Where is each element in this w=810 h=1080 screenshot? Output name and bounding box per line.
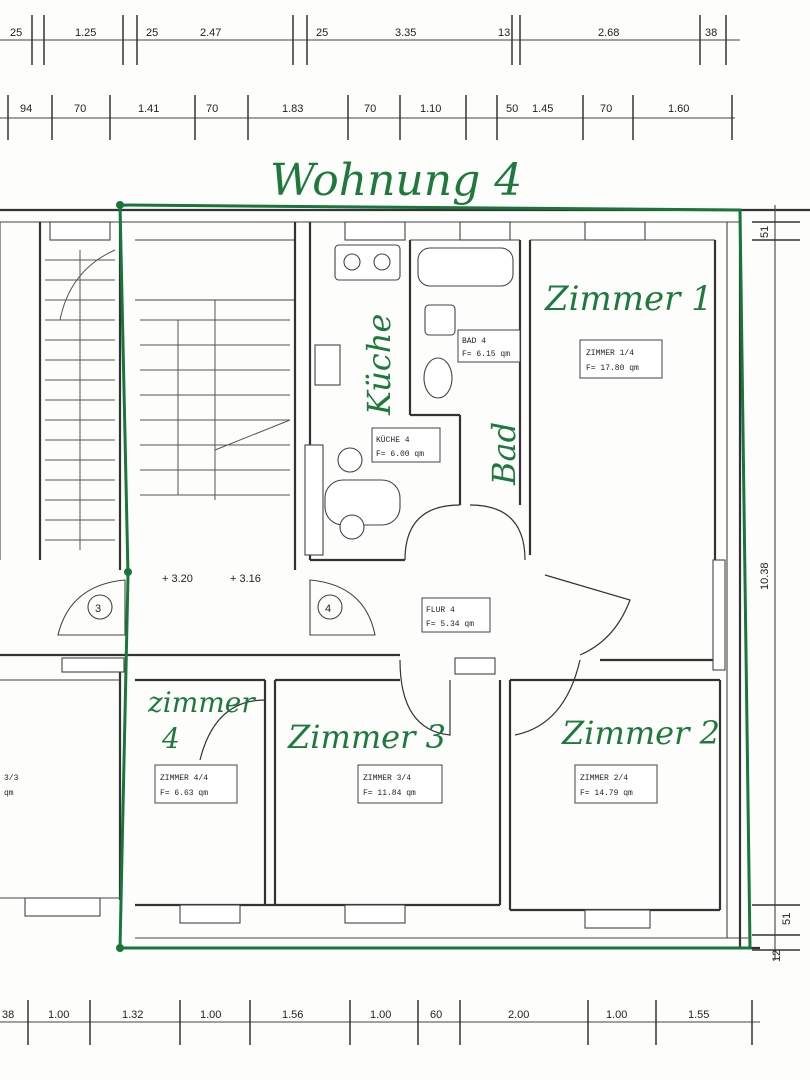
dim-bottom-6: 60: [430, 1009, 442, 1021]
dimension-row-top-2: 94 70 1.41 70 1.83 70 1.10 50 1.45 70 1.…: [0, 95, 735, 140]
dim-top2-8: 1.45: [532, 103, 553, 115]
fixtures: [24, 221, 726, 929]
room-label-neighbor-area: qm: [4, 789, 14, 798]
dim-top2-0: 94: [20, 103, 32, 115]
staircase-left: [45, 249, 116, 550]
handwritten-zimmer1: Zimmer 1: [544, 279, 713, 319]
room-label-zimmer3-name: ZIMMER 3/4: [363, 774, 411, 783]
dim-top2-6: 1.10: [420, 103, 441, 115]
room-label-zimmer4-area: F= 6.63 qm: [160, 789, 208, 798]
dim-bottom-0: 38: [2, 1009, 14, 1021]
dim-top1-5: 3.35: [395, 27, 416, 39]
dim-top1-2: 25: [146, 27, 158, 39]
room-label-zimmer3: ZIMMER 3/4 F= 11.84 qm: [357, 764, 443, 804]
room-label-zimmer1: ZIMMER 1/4 F= 17.80 qm: [579, 339, 663, 379]
dim-top2-5: 70: [364, 103, 376, 115]
room-label-zimmer4-name: ZIMMER 4/4: [160, 774, 208, 783]
dim-bottom-4: 1.56: [282, 1009, 303, 1021]
handwritten-zimmer4-number: 4: [161, 722, 180, 755]
stair-marker-4: 4: [325, 603, 331, 615]
dim-top1-7: 2.68: [598, 27, 619, 39]
dim-top2-7: 50: [506, 103, 518, 115]
dim-bottom-7: 2.00: [508, 1009, 529, 1021]
room-label-bad-name: BAD 4: [462, 337, 486, 346]
dim-top2-4: 1.83: [282, 103, 303, 115]
handwritten-bad: Bad: [485, 422, 523, 486]
door-swings: [199, 504, 631, 761]
stair-level-b: + 3.16: [230, 573, 261, 585]
dimension-row-bottom: 38 1.00 1.32 1.00 1.56 1.00 60 2.00 1.00…: [0, 1000, 760, 1045]
dim-bottom-5: 1.00: [370, 1009, 391, 1021]
handwritten-zimmer2: Zimmer 2: [561, 714, 720, 752]
dimension-column-right: 51 10.38 51 12: [752, 205, 800, 962]
dim-top1-6: 13: [498, 27, 510, 39]
apartment-title: Wohnung 4: [270, 155, 522, 206]
dim-bottom-2: 1.32: [122, 1009, 143, 1021]
room-label-zimmer2-name: ZIMMER 2/4: [580, 774, 628, 783]
dimension-row-top-1: 25 1.25 25 2.47 25 3.35 13 2.68 38: [0, 15, 740, 65]
dim-top1-4: 25: [316, 27, 328, 39]
room-label-bad-area: F= 6.15 qm: [462, 350, 510, 359]
room-label-neighbor: 3/3 qm: [4, 774, 19, 798]
dim-top2-2: 1.41: [138, 103, 159, 115]
room-label-kueche-name: KÜCHE 4: [376, 436, 410, 445]
dim-top1-3: 2.47: [200, 27, 221, 39]
dim-top1-1: 1.25: [75, 27, 96, 39]
stair-level-a: + 3.20: [162, 573, 193, 585]
stair-marker-3: 3: [95, 603, 101, 615]
room-label-zimmer1-name: ZIMMER 1/4: [586, 349, 634, 358]
room-label-zimmer1-area: F= 17.80 qm: [586, 364, 639, 373]
dim-right-2: 51: [781, 913, 793, 925]
dim-top1-0: 25: [10, 27, 22, 39]
dim-top2-3: 70: [206, 103, 218, 115]
room-label-flur-area: F= 5.34 qm: [426, 620, 474, 629]
dim-top2-9: 70: [600, 103, 612, 115]
dim-bottom-9: 1.55: [688, 1009, 709, 1021]
room-label-zimmer2: ZIMMER 2/4 F= 14.79 qm: [574, 764, 658, 804]
room-label-zimmer4: ZIMMER 4/4 F= 6.63 qm: [154, 764, 238, 804]
dim-top2-1: 70: [74, 103, 86, 115]
room-label-kueche-area: F= 6.00 qm: [376, 450, 424, 459]
room-label-flur: FLUR 4 F= 5.34 qm: [421, 597, 491, 633]
handwritten-zimmer4-word: zimmer: [147, 686, 256, 719]
handwritten-kueche: Küche: [360, 314, 398, 416]
dim-bottom-3: 1.00: [200, 1009, 221, 1021]
staircase-hall: [140, 300, 291, 500]
stair-doors: [57, 579, 376, 636]
room-label-zimmer3-area: F= 11.84 qm: [363, 789, 416, 798]
dim-right-3: 12: [771, 950, 783, 962]
dim-top2-10: 1.60: [668, 103, 689, 115]
handwritten-zimmer3: Zimmer 3: [287, 718, 446, 756]
dim-right-1: 10.38: [759, 562, 771, 590]
room-label-bad: BAD 4 F= 6.15 qm: [457, 329, 521, 363]
room-label-kueche: KÜCHE 4 F= 6.00 qm: [371, 427, 441, 463]
dim-bottom-1: 1.00: [48, 1009, 69, 1021]
dim-right-0: 51: [759, 226, 771, 238]
dim-bottom-8: 1.00: [606, 1009, 627, 1021]
room-label-neighbor-name: 3/3: [4, 774, 19, 783]
dim-top1-8: 38: [705, 27, 717, 39]
room-label-zimmer2-area: F= 14.79 qm: [580, 789, 633, 798]
room-label-flur-name: FLUR 4: [426, 606, 455, 615]
apartment-outline: [116, 201, 752, 952]
